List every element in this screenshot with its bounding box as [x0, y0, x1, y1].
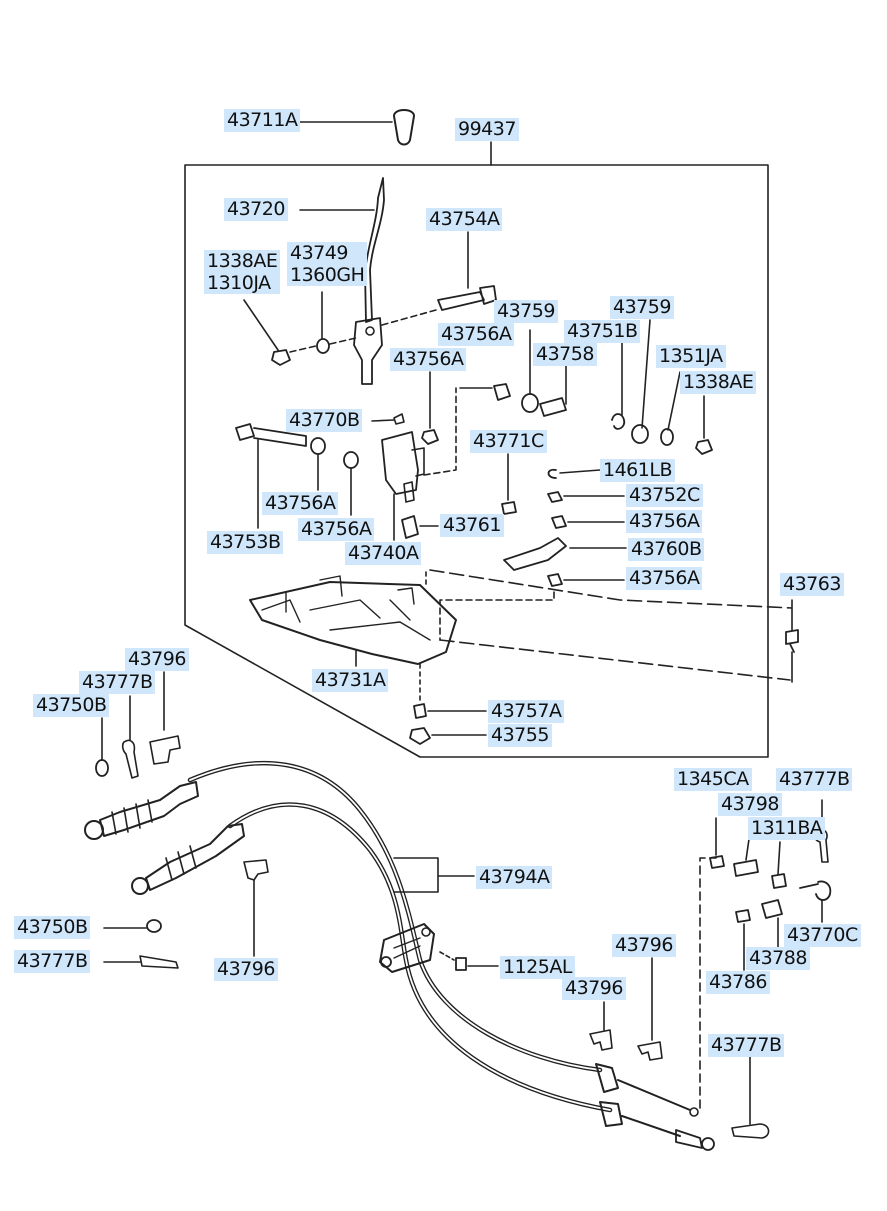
clip-43796 [149, 735, 181, 765]
part-label-43759-a[interactable]: 43759 [494, 300, 558, 323]
cap-43761 [401, 515, 419, 539]
part-label-43756A-e[interactable]: 43756A [298, 518, 375, 541]
part-label-43740A[interactable]: 43740A [345, 542, 422, 565]
part-label-43770C[interactable]: 43770C [784, 924, 861, 947]
washer-1351JA [660, 428, 674, 446]
part-label-43759-b[interactable]: 43759 [610, 296, 674, 319]
part-label-43786[interactable]: 43786 [706, 971, 770, 994]
nut-1338AE-b [695, 439, 713, 455]
part-label-43777B-b[interactable]: 43777B [776, 768, 853, 791]
pin-43798 [733, 859, 759, 877]
part-label-43798[interactable]: 43798 [718, 793, 782, 816]
part-label-43777B-c[interactable]: 43777B [14, 950, 91, 973]
assembly-frame [184, 164, 769, 758]
part-label-43711A[interactable]: 43711A [224, 109, 301, 132]
shift-lever [364, 177, 385, 323]
bushing-43756A-a [493, 383, 511, 401]
part-label-43796-d[interactable]: 43796 [562, 977, 626, 1000]
washer-43759-b [631, 424, 649, 444]
part-label-43750B-a[interactable]: 43750B [33, 694, 110, 717]
part-label-43788[interactable]: 43788 [746, 947, 810, 970]
part-label-43777B-a[interactable]: 43777B [79, 671, 156, 694]
clip-43751B [611, 413, 626, 430]
part-label-1351JA[interactable]: 1351JA [656, 345, 726, 368]
part-label-1338AE[interactable]: 1338AE [680, 371, 757, 394]
nut-1338AE [271, 349, 291, 366]
part-label-43757A[interactable]: 43757A [488, 700, 565, 723]
part-label-43749-1360GH[interactable]: 43749 1360GH [287, 242, 368, 286]
cotter-pin-43777B [121, 739, 139, 779]
part-label-43756A-c[interactable]: 43756A [262, 492, 339, 515]
select-lever-43740A [381, 431, 419, 495]
part-label-1461LB[interactable]: 1461LB [600, 459, 675, 482]
part-label-1311BA[interactable]: 1311BA [748, 817, 826, 840]
part-label-1338AE-1310JA[interactable]: 1338AE 1310JA [204, 250, 281, 294]
part-label-43760B[interactable]: 43760B [628, 538, 705, 561]
part-label-43753B[interactable]: 43753B [207, 531, 284, 554]
cable-bracket [379, 923, 435, 973]
part-label-1125AL[interactable]: 1125AL [500, 956, 575, 979]
part-label-43794A[interactable]: 43794A [476, 866, 553, 889]
part-label-43771C[interactable]: 43771C [470, 430, 547, 453]
clip-1461LB [547, 468, 557, 479]
part-label-43758[interactable]: 43758 [533, 343, 597, 366]
shift-knob [393, 109, 415, 146]
bolt-43770C [799, 880, 832, 901]
screw-43763 [785, 629, 799, 653]
part-label-43796-a[interactable]: 43796 [125, 648, 189, 671]
part-label-43763[interactable]: 43763 [780, 573, 844, 596]
lever-bracket [353, 317, 383, 385]
part-label-43754A[interactable]: 43754A [426, 208, 503, 231]
shift-cable [187, 760, 603, 1073]
part-label-43752C[interactable]: 43752C [626, 484, 703, 507]
part-label-99437[interactable]: 99437 [455, 118, 519, 141]
bolt-43754A [437, 285, 497, 311]
washer-43759 [521, 393, 539, 413]
washer-43749 [316, 338, 330, 354]
bushing-43788 [761, 899, 783, 919]
part-label-43756A-f[interactable]: 43756A [626, 567, 703, 590]
link-43760B [503, 537, 567, 571]
cotter-pin-43777B-c [731, 1123, 770, 1139]
part-label-43796-c[interactable]: 43796 [214, 958, 278, 981]
part-label-43750B-b[interactable]: 43750B [14, 916, 91, 939]
part-label-43777B-d[interactable]: 43777B [708, 1034, 785, 1057]
part-label-43731A[interactable]: 43731A [312, 669, 389, 692]
pin-43758 [539, 397, 567, 417]
part-label-43751B[interactable]: 43751B [564, 320, 641, 343]
part-label-43756A-d[interactable]: 43756A [626, 510, 703, 533]
bolt-43753B [235, 423, 307, 447]
part-label-43756A-b[interactable]: 43756A [390, 348, 467, 371]
part-label-43756A-a[interactable]: 43756A [438, 323, 515, 346]
part-label-43720[interactable]: 43720 [224, 198, 288, 221]
washer-43750B [95, 759, 109, 777]
part-label-43755[interactable]: 43755 [488, 724, 552, 747]
part-label-43761[interactable]: 43761 [440, 514, 504, 537]
part-label-43770B[interactable]: 43770B [286, 409, 363, 432]
part-label-1345CA[interactable]: 1345CA [674, 768, 752, 791]
base-bracket-43731A [249, 581, 457, 665]
part-label-43796-b[interactable]: 43796 [612, 934, 676, 957]
